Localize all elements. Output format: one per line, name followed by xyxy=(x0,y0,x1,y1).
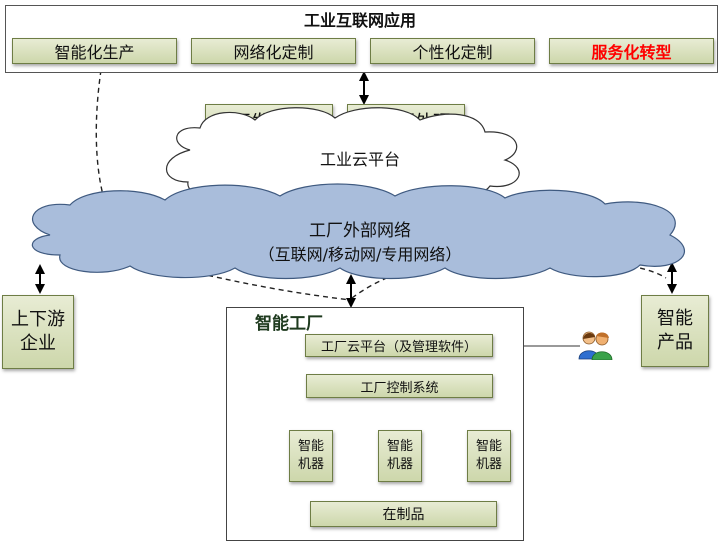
smart-machine-2: 智能 机器 xyxy=(378,430,422,482)
industrial-cloud-label: 工业云平台 xyxy=(319,150,400,169)
upstream-downstream-enterprises: 上下游 企业 xyxy=(2,295,74,369)
people-icon xyxy=(578,331,613,360)
app-item-smart-production: 智能化生产 xyxy=(12,38,177,64)
factory-cloud-platform: 工厂云平台（及管理软件） xyxy=(305,334,493,357)
smart-machine-1: 智能 机器 xyxy=(289,430,333,482)
factory-control-system: 工厂控制系统 xyxy=(306,374,493,398)
external-network-subtitle: （互联网/移动网/专用网络） xyxy=(258,245,462,264)
smart-factory-title: 智能工厂 xyxy=(255,314,323,334)
service-big-data: 大数据处理 xyxy=(347,104,465,138)
app-item-personalized-customization: 个性化定制 xyxy=(370,38,535,64)
work-in-progress: 在制品 xyxy=(310,501,497,527)
app-item-networked-customization: 网络化定制 xyxy=(191,38,356,64)
app-item-service-transformation: 服务化转型 xyxy=(549,38,714,64)
external-network-title: 工厂外部网络 xyxy=(309,220,411,241)
service-dev-simulation: 开发仿真 xyxy=(205,104,333,138)
smart-products: 智能 产品 xyxy=(641,295,709,367)
application-panel-title: 工业互联网应用 xyxy=(303,11,416,30)
smart-machine-3: 智能 机器 xyxy=(467,430,511,482)
